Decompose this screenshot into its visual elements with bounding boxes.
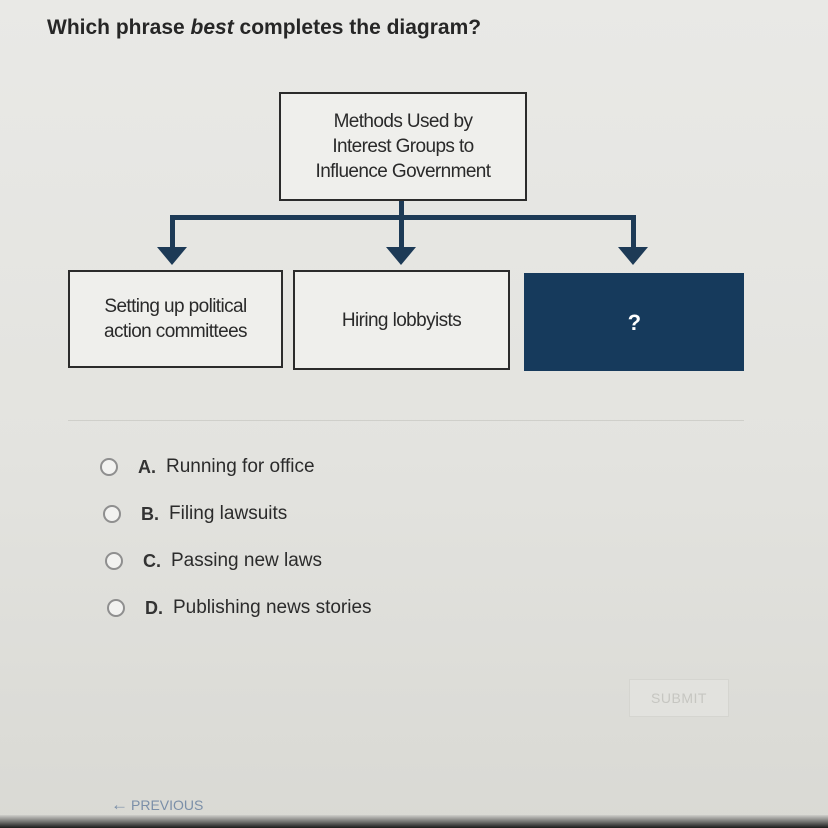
radio-a[interactable] [100, 458, 118, 476]
option-c-letter: C. [143, 550, 161, 571]
screen-bezel [0, 815, 828, 828]
option-c[interactable]: C. Passing new laws [105, 550, 322, 572]
option-b[interactable]: B. Filing lawsuits [103, 503, 287, 525]
connector-drop-middle [399, 215, 404, 248]
diagram-box-2-label: Hiring lobbyists [341, 309, 462, 331]
arrow-left-icon: ← [111, 795, 128, 814]
submit-button[interactable]: SUBMIT [629, 679, 729, 717]
option-d-text: Publishing news stories [173, 597, 372, 618]
arrow-down-icon [618, 247, 648, 265]
connector-trunk [399, 201, 404, 218]
question-emphasis: best [190, 16, 234, 39]
question-suffix: completes the diagram? [233, 16, 482, 39]
option-d[interactable]: D. Publishing news stories [107, 597, 372, 619]
diagram-box-1: Setting up political action committees [68, 270, 283, 368]
diagram-top-box: Methods Used by Interest Groups to Influ… [279, 92, 527, 201]
question-text: Which phrase best completes the diagram? [47, 16, 481, 40]
connector-drop-left [170, 215, 175, 248]
option-d-letter: D. [145, 597, 163, 618]
radio-d[interactable] [107, 599, 125, 617]
diagram-box-unknown-label: ? [627, 309, 641, 335]
diagram-box-unknown: ? [524, 273, 744, 371]
radio-c[interactable] [105, 552, 123, 570]
option-a-text: Running for office [166, 456, 315, 477]
diagram-box-2: Hiring lobbyists [293, 270, 510, 370]
arrow-down-icon [157, 247, 187, 265]
previous-label: PREVIOUS [131, 797, 204, 813]
radio-b[interactable] [103, 505, 121, 523]
previous-button[interactable]: ← PREVIOUS [111, 795, 203, 815]
option-c-text: Passing new laws [171, 550, 323, 571]
option-b-letter: B. [141, 503, 159, 524]
diagram-top-box-label: Methods Used by Interest Groups to Influ… [315, 111, 492, 182]
option-a-letter: A. [138, 456, 156, 477]
divider [68, 420, 744, 421]
arrow-down-icon [386, 247, 416, 265]
option-a[interactable]: A. Running for office [100, 456, 315, 478]
connector-drop-right [631, 215, 636, 248]
question-prefix: Which phrase [47, 16, 191, 39]
option-b-text: Filing lawsuits [169, 503, 288, 524]
diagram-box-1-label: Setting up political action committees [104, 296, 248, 342]
